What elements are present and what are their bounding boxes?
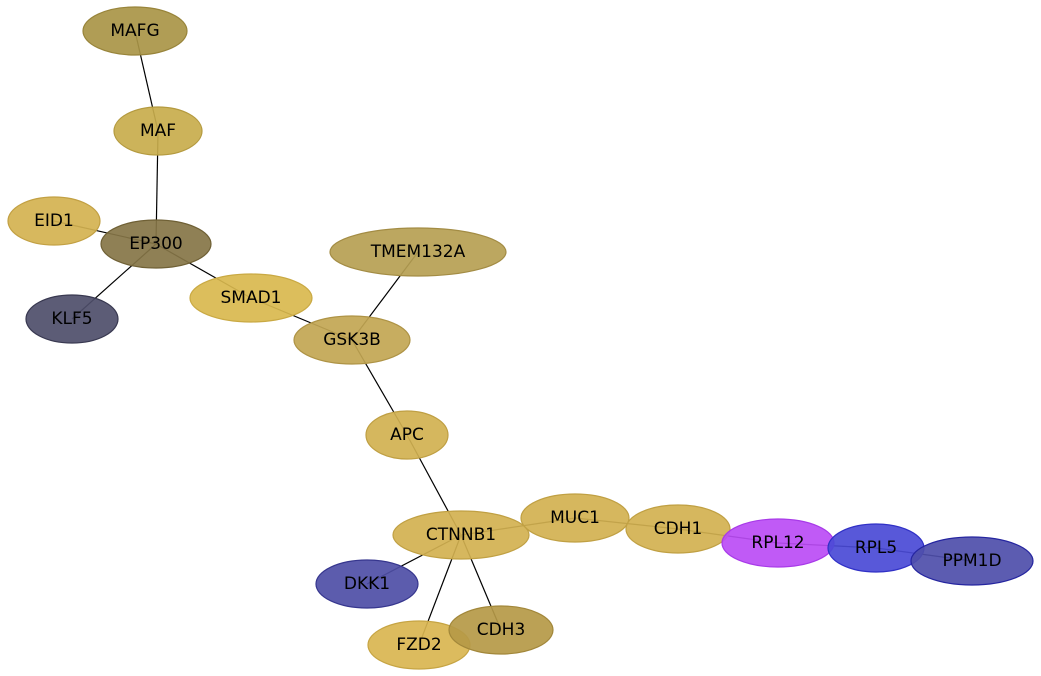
node-ellipse [392, 510, 530, 560]
node-label: TMEM132A [370, 242, 466, 262]
node-ellipse [448, 605, 554, 655]
node-label: CTNNB1 [426, 525, 496, 545]
node-smad1[interactable]: SMAD1 [189, 273, 313, 323]
node-label: DKK1 [344, 574, 390, 594]
node-label: CDH3 [477, 620, 526, 640]
node-eid1[interactable]: EID1 [7, 196, 101, 246]
node-apc[interactable]: APC [365, 410, 449, 460]
node-ellipse [365, 410, 449, 460]
node-ellipse [7, 196, 101, 246]
node-label: EP300 [129, 234, 182, 254]
node-ellipse [25, 294, 119, 344]
node-label: EID1 [34, 211, 74, 231]
node-tmem132a[interactable]: TMEM132A [329, 227, 507, 277]
node-ellipse [520, 493, 630, 543]
node-cdh1[interactable]: CDH1 [625, 504, 731, 554]
node-ellipse [329, 227, 507, 277]
node-klf5[interactable]: KLF5 [25, 294, 119, 344]
node-mafg[interactable]: MAFG [82, 6, 188, 56]
node-ellipse [82, 6, 188, 56]
node-label: KLF5 [51, 309, 92, 329]
node-cdh3[interactable]: CDH3 [448, 605, 554, 655]
node-rpl5[interactable]: RPL5 [827, 523, 925, 573]
node-label: MAFG [110, 21, 159, 41]
node-ppm1d[interactable]: PPM1D [910, 536, 1034, 586]
node-fzd2[interactable]: FZD2 [367, 620, 471, 670]
node-ellipse [315, 559, 419, 609]
node-label: MAF [140, 121, 176, 141]
node-label: GSK3B [323, 330, 381, 350]
node-ellipse [113, 106, 203, 156]
node-ellipse [910, 536, 1034, 586]
node-ellipse [100, 219, 212, 269]
node-label: MUC1 [550, 508, 600, 528]
node-label: SMAD1 [221, 288, 282, 308]
node-ellipse [293, 315, 411, 365]
node-maf[interactable]: MAF [113, 106, 203, 156]
node-rpl12[interactable]: RPL12 [721, 518, 835, 568]
node-label: RPL12 [751, 533, 804, 553]
node-ellipse [625, 504, 731, 554]
node-label: CDH1 [654, 519, 703, 539]
node-ellipse [189, 273, 313, 323]
node-label: RPL5 [855, 538, 897, 558]
node-gsk3b[interactable]: GSK3B [293, 315, 411, 365]
node-label: APC [390, 425, 424, 445]
node-ctnnb1[interactable]: CTNNB1 [392, 510, 530, 560]
node-dkk1[interactable]: DKK1 [315, 559, 419, 609]
node-ep300[interactable]: EP300 [100, 219, 212, 269]
node-muc1[interactable]: MUC1 [520, 493, 630, 543]
node-label: FZD2 [396, 635, 441, 655]
node-label: PPM1D [942, 551, 1001, 571]
